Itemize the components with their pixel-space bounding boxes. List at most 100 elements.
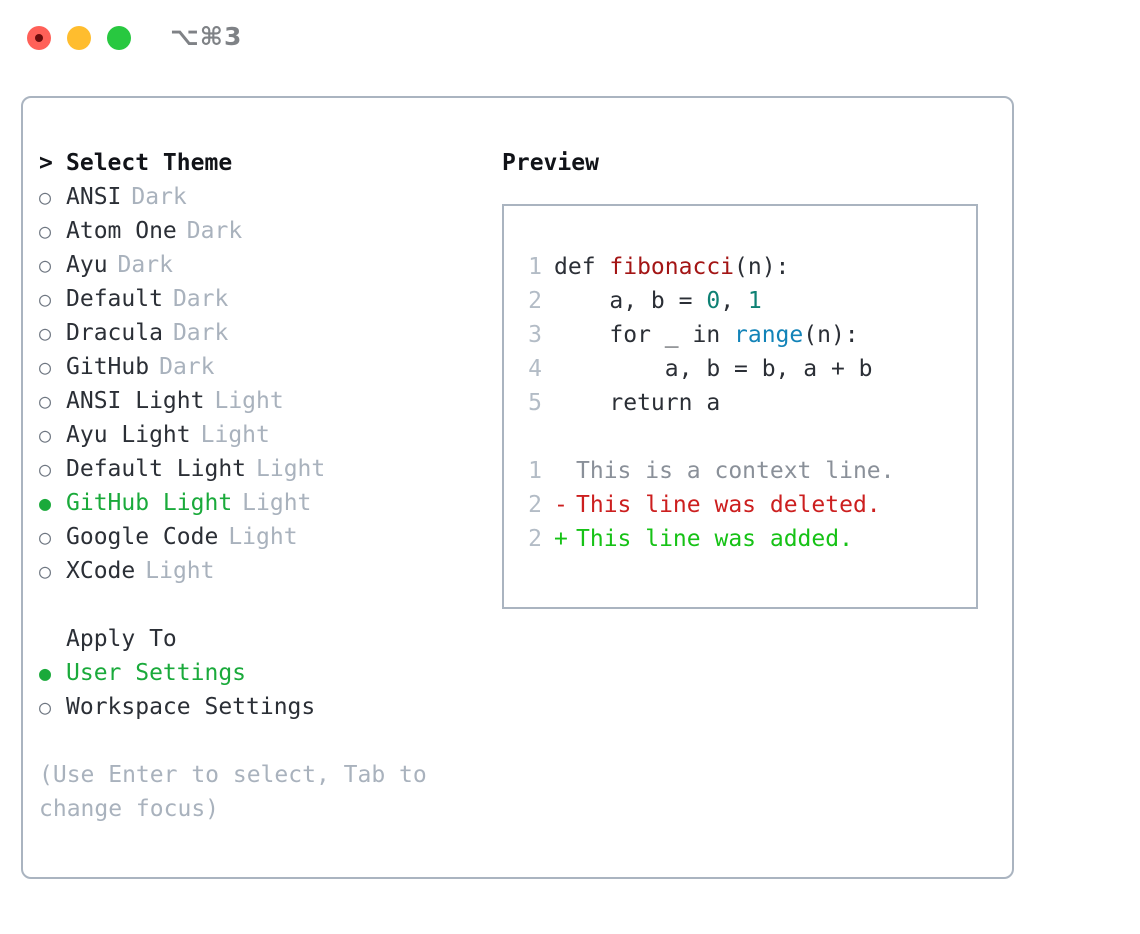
code-token: def — [554, 254, 610, 280]
theme-option-label: Atom One — [66, 218, 177, 244]
list-spacer — [39, 588, 499, 622]
radio-unselected-icon: ○ — [39, 185, 52, 209]
title-bar: ⌥⌘3 — [0, 0, 1140, 78]
theme-option[interactable]: ○ XCode Light — [39, 554, 499, 588]
code-diff-spacer — [520, 420, 976, 454]
apply-to-option-label: User Settings — [66, 660, 247, 686]
theme-option-tag: Dark — [172, 320, 229, 346]
theme-option[interactable]: ○ ANSI Dark — [39, 180, 499, 214]
keyboard-hint: (Use Enter to select, Tab to change focu… — [39, 762, 427, 822]
diff-marker: - — [554, 492, 568, 518]
code-token: range — [734, 322, 804, 348]
theme-option-tag: Dark — [131, 184, 187, 210]
code-line: 5 return a — [520, 386, 976, 420]
maximize-button[interactable] — [107, 26, 131, 50]
diff-line: 2 + This line was added. — [520, 522, 976, 556]
radio-unselected-icon: ○ — [39, 287, 52, 311]
caret-icon: > — [39, 150, 53, 176]
diff-text: This line was added. — [576, 526, 853, 552]
theme-option-tag: Dark — [172, 286, 229, 312]
theme-option-label: Google Code — [66, 524, 219, 550]
code-token: fibonacci — [609, 254, 735, 280]
theme-option-label: Default Light — [66, 456, 247, 482]
select-theme-heading: >Select Theme — [39, 146, 499, 180]
theme-option-label: GitHub Light — [66, 490, 233, 516]
apply-to-option-label: Workspace Settings — [66, 694, 316, 720]
theme-option[interactable]: ○ Ayu Light Light — [39, 418, 499, 452]
diff-marker: + — [554, 526, 568, 552]
line-number: 5 — [528, 390, 542, 416]
radio-unselected-icon: ○ — [39, 525, 52, 549]
line-number: 1 — [528, 254, 542, 280]
line-number: 2 — [528, 492, 542, 518]
diff-text: This is a context line. — [576, 458, 895, 484]
theme-option-tag: Light — [145, 558, 215, 584]
apply-to-option[interactable]: ○ Workspace Settings — [39, 690, 499, 724]
radio-unselected-icon: ○ — [39, 695, 52, 719]
theme-option-label: Dracula — [66, 320, 163, 346]
minimize-button[interactable] — [67, 26, 91, 50]
radio-unselected-icon: ○ — [39, 253, 52, 277]
line-number: 1 — [528, 458, 542, 484]
theme-option[interactable]: ○ Default Dark — [39, 282, 499, 316]
diff-line: 1 This is a context line. — [520, 454, 976, 488]
theme-option-label: Default — [66, 286, 163, 312]
code-token: 0 — [706, 288, 721, 314]
code-token: (n): — [734, 254, 790, 280]
code-token: (n): — [803, 322, 859, 348]
diff-line: 2-This line was deleted. — [520, 488, 976, 522]
code-line: 3 for _ in range(n): — [520, 318, 976, 352]
keyboard-shortcut-label: ⌥⌘3 — [170, 22, 243, 51]
close-button[interactable] — [27, 26, 51, 50]
theme-option-tag: Dark — [117, 252, 173, 278]
apply-to-option[interactable]: ●User Settings — [39, 656, 499, 690]
window-controls — [27, 26, 131, 50]
code-token: return a — [554, 390, 721, 416]
theme-option[interactable]: ● GitHub Light Light — [39, 486, 499, 520]
radio-unselected-icon: ○ — [39, 219, 52, 243]
code-line: 1 def fibonacci(n): — [520, 250, 976, 284]
radio-unselected-icon: ○ — [39, 423, 52, 447]
radio-unselected-icon: ○ — [39, 389, 52, 413]
preview-heading: Preview — [502, 150, 599, 176]
code-token: , — [720, 288, 748, 314]
theme-option-tag: Light — [242, 490, 312, 516]
line-number: 3 — [528, 322, 542, 348]
theme-option-tag: Dark — [159, 354, 215, 380]
diff-text: This line was deleted. — [576, 492, 881, 518]
theme-option-tag: Light — [214, 388, 284, 414]
theme-option-tag: Dark — [186, 218, 243, 244]
theme-option[interactable]: ○ Atom One Dark — [39, 214, 499, 248]
line-number: 2 — [528, 526, 542, 552]
theme-option-label: ANSI Light — [66, 388, 205, 414]
line-number: 2 — [528, 288, 542, 314]
apply-to-heading: Apply To — [66, 626, 177, 652]
theme-option[interactable]: ○ ANSI Light Light — [39, 384, 499, 418]
diff-marker — [554, 454, 576, 488]
code-token: a, b = — [554, 288, 707, 314]
code-token: for _ in — [554, 322, 735, 348]
diff-sample: 1 This is a context line.2-This line was… — [520, 454, 976, 556]
theme-option-label: XCode — [66, 558, 136, 584]
code-token: 1 — [747, 288, 762, 314]
line-number: 4 — [528, 356, 542, 382]
theme-option-label: ANSI — [66, 184, 122, 210]
code-line: 4 a, b = b, a + b — [520, 352, 976, 386]
theme-option-label: Ayu Light — [66, 422, 191, 448]
radio-unselected-icon: ○ — [39, 559, 52, 583]
radio-selected-icon: ● — [39, 491, 52, 515]
theme-option-tag: Light — [256, 456, 326, 482]
theme-option-tag: Light — [200, 422, 270, 448]
